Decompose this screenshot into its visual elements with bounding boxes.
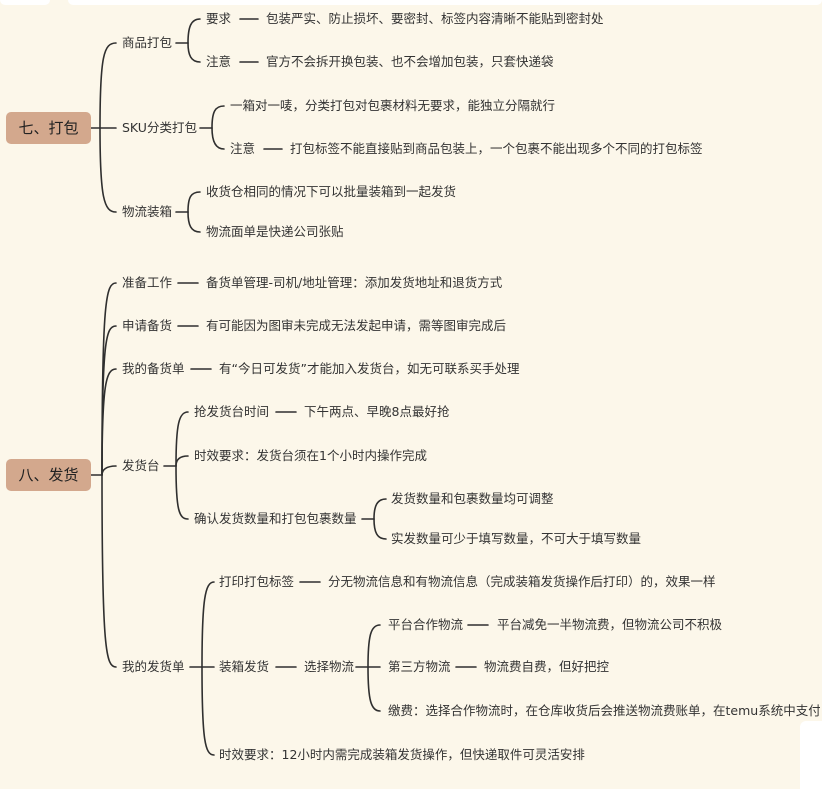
node-my-stock-value: 有“今日可发货”才能加入发货台，如无可联系买手处理 (219, 361, 520, 376)
node-timeliness: 时效要求：发货台须在1个小时内操作完成 (194, 448, 427, 463)
node-print-value: 分无物流信息和有物流信息（完成装箱发货操作后打印）的，效果一样 (328, 574, 716, 589)
node-coop-value: 平台减免一半物流费，但物流公司不积极 (497, 617, 723, 632)
node-logistics-item: 物流面单是快递公司张贴 (206, 224, 344, 239)
node-grab-value: 下午两点、早晚8点最好抢 (304, 404, 450, 419)
node-grab-key: 抢发货台时间 (194, 404, 270, 419)
node-my-stock: 我的备货单 (122, 361, 185, 376)
node-apply: 申请备货 (122, 318, 173, 333)
corner-panel (800, 721, 822, 789)
node-sku-note-key: 注意 (230, 141, 256, 156)
top-edge-strip (0, 0, 50, 5)
node-require-key: 要求 (206, 11, 232, 26)
node-sku-note-value: 打包标签不能直接贴到商品包装上，一个包裹不能出现多个不同的打包标签 (290, 141, 703, 156)
node-confirm-item: 发货数量和包裹数量均可调整 (391, 491, 554, 506)
node-choose: 选择物流 (304, 659, 355, 674)
node-confirm-key: 确认发货数量和打包包裹数量 (194, 511, 357, 526)
node-platform: 发货台 (122, 458, 160, 473)
node-prep: 准备工作 (122, 275, 173, 290)
node-time-req: 时效要求：12小时内需完成装箱发货操作，但快递取件可灵活安排 (219, 747, 585, 762)
node-require-value: 包装严实、防止损坏、要密封、标签内容清晰不能贴到密封处 (266, 11, 604, 26)
node-logistics-pack: 物流装箱 (122, 204, 173, 219)
node-sku-item: 一箱对一唛，分类打包对包裹材料无要求，能独立分隔就行 (230, 98, 556, 113)
node-note-value: 官方不会拆开换包装、也不会增加包装，只套快递袋 (266, 54, 554, 69)
node-logistics-item: 收货仓相同的情况下可以批量装箱到一起发货 (206, 184, 457, 199)
node-print-key: 打印打包标签 (219, 574, 295, 589)
node-note-key: 注意 (206, 54, 232, 69)
node-product-pack: 商品打包 (122, 35, 173, 50)
node-my-ship: 我的发货单 (122, 659, 185, 674)
section-8-root: 八、发货 (6, 459, 91, 491)
node-third-key: 第三方物流 (388, 659, 451, 674)
node-apply-value: 有可能因为图审未完成无法发起申请，需等图审完成后 (206, 318, 507, 333)
node-confirm-item: 实发数量可少于填写数量，不可大于填写数量 (391, 531, 642, 546)
node-fee: 缴费：选择合作物流时，在仓库收货后会推送物流费账单，在temu系统中支付 (388, 703, 820, 718)
node-prep-value: 备货单管理-司机/地址管理：添加发货地址和退货方式 (206, 275, 503, 290)
section-7-root: 七、打包 (6, 112, 91, 144)
node-third-value: 物流费自费，但好把控 (484, 659, 610, 674)
node-sku-pack: SKU分类打包 (122, 120, 197, 135)
node-coop-key: 平台合作物流 (388, 617, 464, 632)
node-box-key: 装箱发货 (219, 659, 270, 674)
top-edge-strip (68, 0, 822, 5)
